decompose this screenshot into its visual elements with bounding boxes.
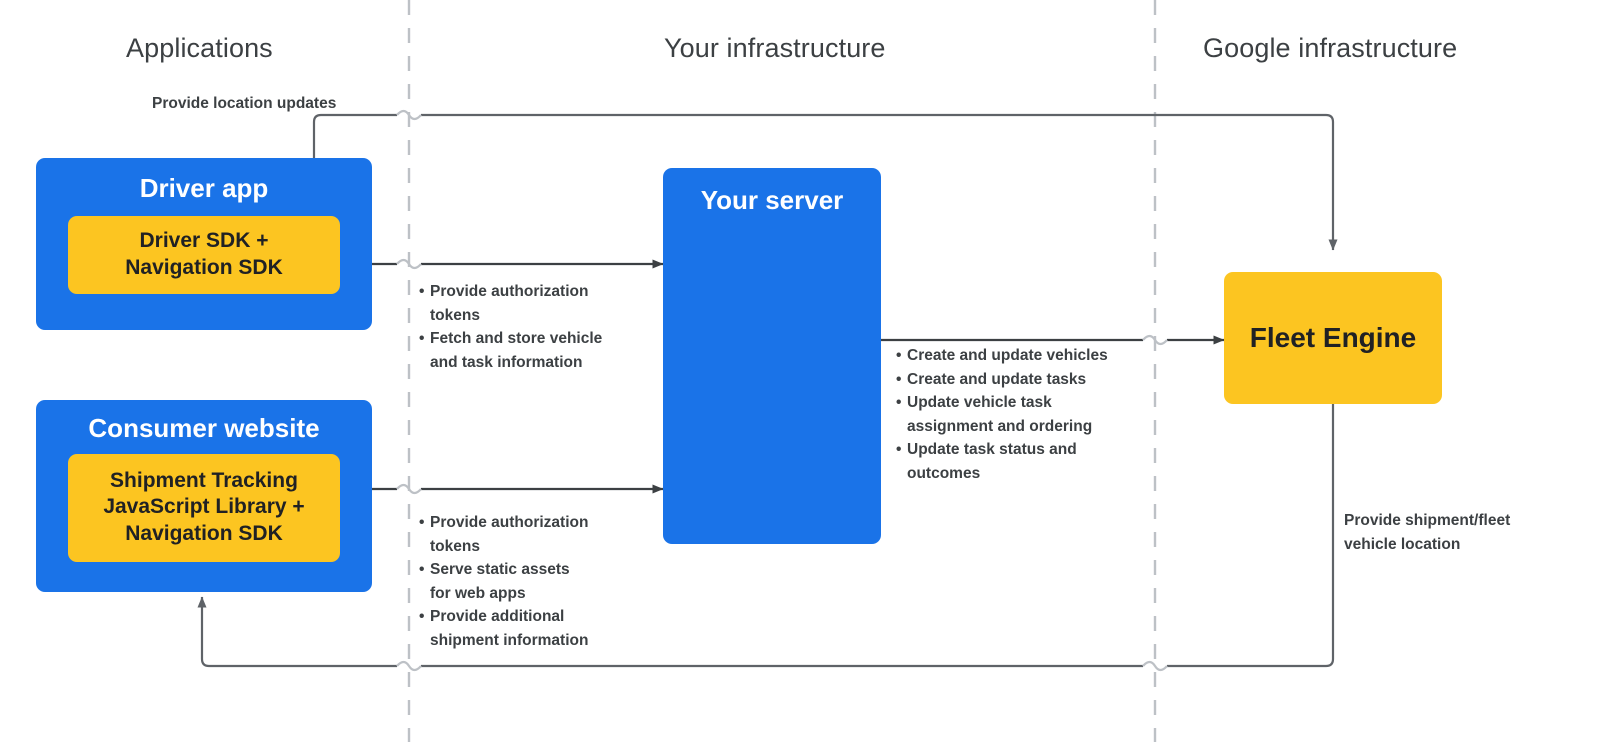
bullet-item: • Update vehicle task assignment and ord… (896, 391, 1156, 438)
bullet-item: • Serve static assets for web apps (419, 558, 654, 605)
node-your-server[interactable]: Your server (663, 168, 881, 544)
wire-jump-driver-top (396, 109, 422, 121)
node-fleet-engine[interactable]: Fleet Engine (1224, 272, 1442, 404)
zone-title-your-infrastructure: Your infrastructure (664, 33, 886, 63)
bullet-dot-icon: • (419, 283, 425, 300)
bullet-dot-icon: • (419, 608, 425, 626)
bullet-text: Update vehicle task assignment and order… (907, 394, 1093, 435)
bullet-item: • Provide authorization tokens (419, 511, 654, 558)
bullet-dot-icon: • (896, 370, 902, 388)
bullet-dot-icon: • (419, 330, 425, 348)
node-driver-app-title: Driver app (139, 173, 269, 203)
bullet-dot-icon: • (896, 347, 902, 364)
edge-bullets-consumer-website-to-server: • Provide authorization tokens • Serve s… (419, 511, 654, 652)
bullet-dot-icon: • (419, 514, 425, 531)
bullet-text: Create and update tasks (907, 370, 1087, 388)
bullet-dot-icon: • (896, 441, 902, 459)
bullet-item: • Create and update vehicles (896, 344, 1156, 368)
edge-label-provide-location-updates: Provide location updates (152, 95, 337, 112)
bullet-text: Update task status and outcomes (907, 441, 1077, 482)
node-consumer-website-sdk-box: Shipment Tracking JavaScript Library + N… (68, 453, 340, 562)
wire-jump-driver-server (396, 258, 422, 270)
node-consumer-website[interactable]: Consumer website Shipment Tracking JavaS… (36, 400, 372, 592)
node-driver-app[interactable]: Driver app Driver SDK + Navigation SDK (36, 158, 372, 330)
wire-jump-bottom-google (1142, 660, 1168, 672)
bullet-item: • Update task status and outcomes (896, 438, 1156, 485)
edge-label-provide-shipment-fleet-vehicle-location: Provide shipment/fleet vehicle location (1344, 512, 1511, 553)
bullet-text: Provide authorization tokens (430, 514, 589, 555)
bullet-dot-icon: • (896, 394, 902, 412)
node-your-server-title: Your server (700, 185, 844, 215)
bullet-dot-icon: • (419, 561, 425, 579)
zone-title-google-infrastructure: Google infrastructure (1203, 33, 1458, 63)
bullet-item: • Provide authorization tokens (419, 280, 654, 327)
node-driver-app-sdk-box: Driver SDK + Navigation SDK (68, 215, 340, 294)
bullet-text: Fetch and store vehicle and task informa… (430, 330, 603, 371)
bullet-item: • Provide additional shipment informatio… (419, 605, 654, 652)
edge-bullets-server-to-fleet-engine: • Create and update vehicles • Create an… (896, 344, 1156, 485)
bullet-item: • Create and update tasks (896, 368, 1156, 392)
zone-title-applications: Applications (126, 33, 273, 63)
bullet-text: Provide additional shipment information (430, 608, 589, 649)
wire-jump-bottom-apps (396, 660, 422, 672)
bullet-text: Serve static assets for web apps (430, 561, 570, 602)
bullet-text: Create and update vehicles (907, 347, 1108, 364)
edge-bullets-driver-app-to-server: • Provide authorization tokens • Fetch a… (419, 280, 654, 374)
wire-jump-consumer-server (396, 483, 422, 495)
node-consumer-website-title: Consumer website (88, 413, 320, 443)
wire-jump-server-fleet (1142, 334, 1168, 346)
bullet-item: • Fetch and store vehicle and task infor… (419, 327, 654, 374)
node-fleet-engine-title: Fleet Engine (1249, 321, 1417, 353)
bullet-text: Provide authorization tokens (430, 283, 589, 324)
